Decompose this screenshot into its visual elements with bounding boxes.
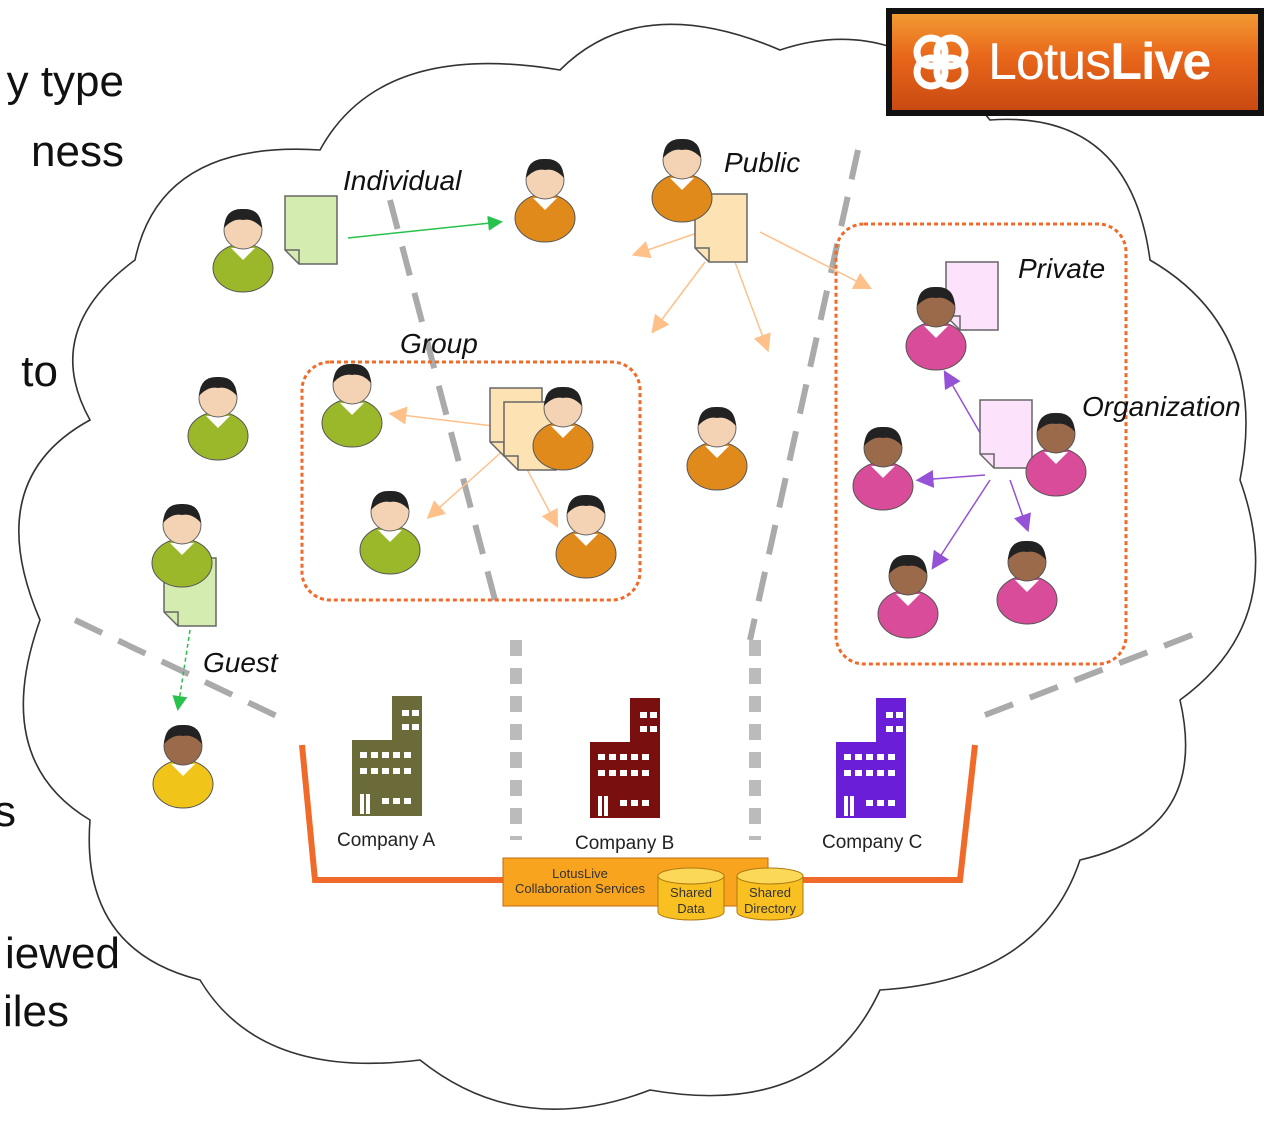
label-public: Public [724, 147, 800, 178]
guest-share-arrow [172, 629, 191, 711]
person-icon [359, 490, 421, 575]
person-icon [514, 158, 576, 243]
building-icon [836, 698, 906, 818]
person-icon [852, 426, 914, 511]
person-icon [686, 406, 748, 491]
side-text-4: s [0, 787, 16, 836]
organization-box [834, 222, 1128, 666]
cloud-outline [18, 23, 1257, 1111]
side-text-5: iewed [5, 929, 120, 978]
label-individual: Individual [343, 165, 462, 196]
label-organization: Organization [1082, 391, 1241, 422]
side-text-1: y type [7, 57, 124, 106]
group-box [300, 360, 642, 602]
shared-directory-line1: Shared [749, 885, 791, 900]
services-title-line1: LotusLive [552, 866, 608, 881]
shared-data-database-icon [657, 867, 725, 921]
shared-data-line2: Data [677, 901, 705, 916]
lotus-logo-icon [913, 34, 969, 90]
logo-text: LotusLive [988, 33, 1211, 91]
lotuslive-logo: LotusLive [886, 8, 1264, 116]
zone-dividers [73, 149, 1207, 723]
building-icon [352, 696, 422, 816]
shared-directory-database-icon [736, 867, 804, 921]
person-icon [555, 494, 617, 579]
label-guest: Guest [203, 647, 279, 678]
company-b-label: Company B [575, 833, 674, 854]
organization-document-icon [979, 399, 1033, 469]
label-private: Private [1018, 253, 1105, 284]
company-c-label: Company C [822, 832, 922, 853]
individual-document-icon [284, 195, 338, 265]
shared-directory-line2: Directory [744, 901, 797, 916]
side-text-2: ness [31, 127, 124, 176]
private-document-icon [945, 261, 999, 331]
shared-data-line1: Shared [670, 885, 712, 900]
public-arrows [631, 231, 873, 353]
guest-person-icon [152, 724, 214, 809]
services-title-line2: Collaboration Services [515, 881, 646, 896]
person-icon [321, 363, 383, 448]
person-icon [877, 554, 939, 639]
side-text-3: to [21, 347, 58, 396]
label-group: Group [400, 328, 478, 359]
individual-share-arrow [347, 215, 503, 239]
building-icon [590, 698, 660, 818]
side-text-6: iles [3, 987, 69, 1036]
person-icon [651, 138, 713, 223]
person-icon [187, 376, 249, 461]
person-icon [212, 208, 274, 293]
person-icon [151, 503, 213, 588]
person-icon [1025, 412, 1087, 497]
company-a-label: Company A [337, 830, 436, 851]
person-icon [996, 540, 1058, 625]
company-dividers [510, 640, 761, 840]
